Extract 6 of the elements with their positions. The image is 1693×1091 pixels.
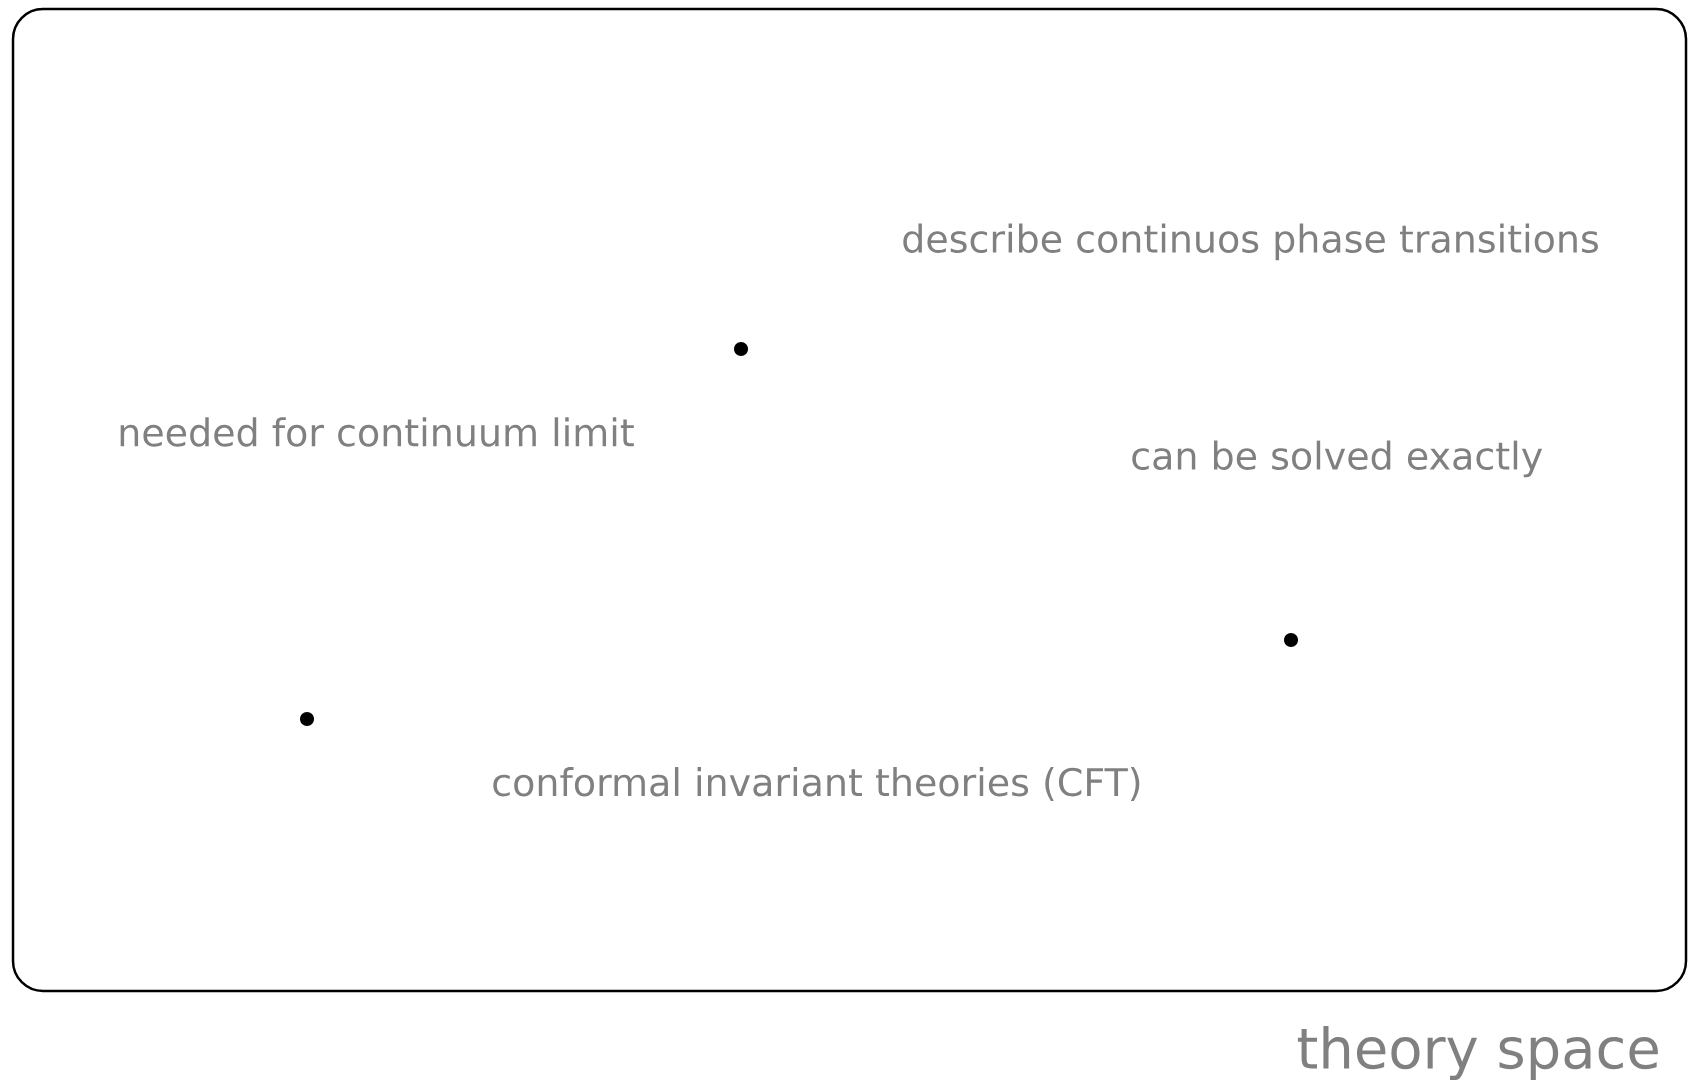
box-title: theory space [1297, 1025, 1658, 1081]
text-label: needed for continuum limit [120, 417, 634, 447]
theory-space-box [11, 7, 1688, 993]
text-label: describe continuos phase transitions [903, 223, 1598, 261]
text-label: can be solved exactly [1132, 440, 1543, 478]
text-label: conformal invariant theories (CFT) [493, 767, 1140, 801]
